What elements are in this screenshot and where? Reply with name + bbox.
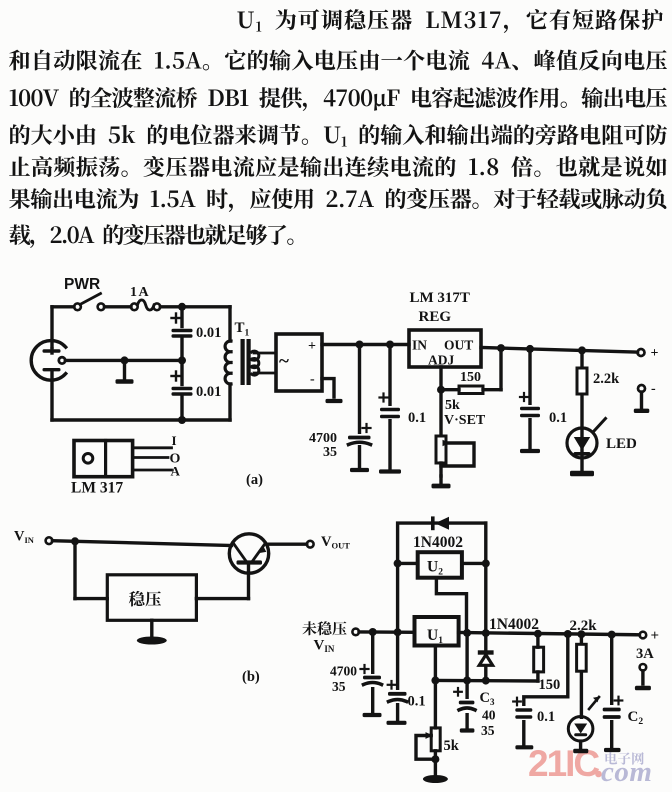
svg-text:U1: U1 (427, 627, 443, 646)
svg-text:T1: T1 (235, 320, 250, 339)
svg-text:2.2k: 2.2k (570, 618, 598, 634)
svg-text:com: com (601, 756, 652, 788)
svg-text:4700: 4700 (309, 431, 337, 446)
svg-text:0.1: 0.1 (549, 410, 567, 426)
svg-text:IN: IN (412, 338, 427, 353)
svg-text:O: O (170, 452, 181, 467)
svg-text:35: 35 (332, 679, 346, 694)
svg-text:+: + (308, 339, 316, 354)
svg-text:LM 317: LM 317 (71, 480, 123, 497)
svg-text:0.1: 0.1 (408, 410, 426, 426)
svg-text:REG: REG (419, 309, 452, 325)
svg-text:-: - (310, 372, 315, 387)
svg-text:+: + (651, 628, 660, 644)
svg-text:-: - (651, 382, 656, 397)
svg-text:0.1: 0.1 (408, 694, 426, 710)
svg-text:40: 40 (482, 708, 496, 723)
svg-text:1N4002: 1N4002 (413, 534, 463, 551)
svg-text:2.2k: 2.2k (593, 371, 620, 387)
svg-text:35: 35 (481, 723, 495, 738)
svg-text:ADJ: ADJ (428, 353, 454, 368)
svg-text:OUT: OUT (444, 338, 473, 353)
svg-text:(a): (a) (246, 472, 263, 488)
svg-text:U2: U2 (427, 559, 443, 578)
svg-text:C3: C3 (480, 690, 495, 707)
svg-text:0.01: 0.01 (196, 325, 221, 341)
svg-text:(b): (b) (242, 669, 260, 685)
svg-text:1A: 1A (130, 285, 150, 300)
svg-text:35: 35 (323, 445, 337, 460)
svg-text:VIN: VIN (14, 529, 35, 546)
svg-text:+: + (651, 346, 659, 361)
svg-text:PWR: PWR (64, 276, 100, 293)
svg-text:150: 150 (460, 370, 481, 385)
svg-text:VOUT: VOUT (321, 534, 350, 551)
svg-text:150: 150 (539, 677, 561, 693)
svg-text:0.01: 0.01 (196, 384, 221, 400)
svg-text:3A: 3A (636, 646, 654, 662)
svg-text:A: A (171, 464, 181, 479)
svg-text:21IC: 21IC (528, 743, 599, 784)
svg-text:4700: 4700 (330, 664, 357, 679)
svg-text:0.1: 0.1 (537, 709, 555, 725)
svg-text:~: ~ (279, 351, 289, 372)
svg-text:LED: LED (606, 436, 637, 452)
svg-text:1N4002: 1N4002 (489, 616, 539, 633)
svg-text:VIN: VIN (314, 638, 335, 655)
svg-text:C2: C2 (628, 709, 644, 727)
svg-text:LM 317T: LM 317T (410, 290, 470, 306)
svg-text:V·SET: V·SET (444, 413, 486, 428)
svg-text:I: I (172, 433, 177, 448)
svg-text:5k: 5k (444, 738, 460, 754)
svg-text:5k: 5k (445, 398, 460, 413)
